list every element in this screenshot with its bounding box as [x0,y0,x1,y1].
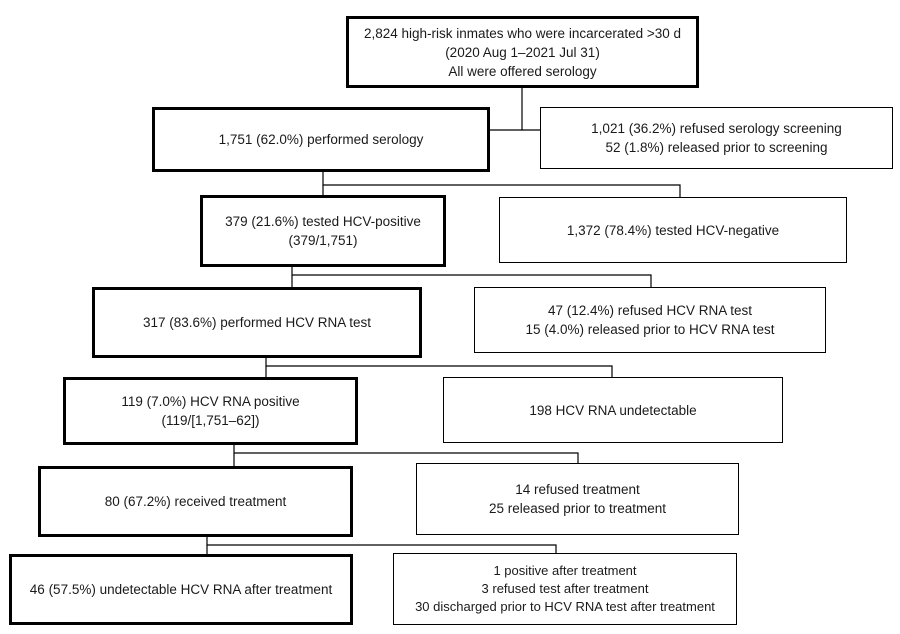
node-cohort-line-2: (2020 Aug 1–2021 Jul 31) [445,44,600,60]
node-refused-serology: 1,021 (36.2%) refused serology screening… [540,107,893,169]
node-rna-positive-line-1: 119 (7.0%) HCV RNA positive [121,394,300,409]
node-performed-serology: 1,751 (62.0%) performed serology [152,107,490,172]
node-refused-treatment-line-2: 25 released prior to treatment [488,501,667,516]
connector-treatment-split [206,535,557,553]
node-received-treatment-line-1: 80 (67.2%) received treatment [104,494,287,509]
connector-rna-split [265,356,613,377]
node-received-treatment: 80 (67.2%) received treatment [38,466,353,537]
node-refused-treatment: 14 refused treatment 25 released prior t… [416,463,739,535]
node-undetectable-after-treatment-line-1: 46 (57.5%) undetectable HCV RNA after tr… [29,582,333,597]
node-post-treatment-outcomes-line-1: 1 positive after treatment [493,563,637,578]
connector-serology-split [322,170,681,197]
node-cohort-line-3: All were offered serology [448,63,597,79]
node-hcv-positive-line-2: (379/1,751) [288,233,358,248]
node-hcv-positive-line-1: 379 (21.6%) tested HCV-positive [225,214,421,229]
node-refused-serology-line-1: 1,021 (36.2%) refused serology screening [591,121,842,136]
node-performed-serology-line-1: 1,751 (62.0%) performed serology [218,132,424,147]
node-performed-rna-test: 317 (83.6%) performed HCV RNA test [92,287,422,358]
node-rna-positive-line-2: (119/[1,751–62]) [161,413,260,428]
node-rna-positive: 119 (7.0%) HCV RNA positive (119/[1,751–… [63,377,358,445]
node-cohort: 2,824 high-risk inmates who were incarce… [346,16,699,88]
node-post-treatment-outcomes-line-2: 3 refused test after treatment [481,581,649,596]
node-performed-rna-test-line-1: 317 (83.6%) performed HCV RNA test [142,315,372,330]
node-refused-rna-test-line-2: 15 (4.0%) released prior to HCV RNA test [525,322,775,337]
node-refused-rna-test: 47 (12.4%) refused HCV RNA test 15 (4.0%… [474,287,826,353]
node-hcv-negative-line-1: 1,372 (78.4%) tested HCV-negative [566,222,780,238]
node-undetectable-after-treatment: 46 (57.5%) undetectable HCV RNA after tr… [9,554,353,625]
connector-rnapos-split [233,443,579,463]
node-refused-serology-line-2: 52 (1.8%) released prior to screening [605,140,828,155]
connector-top-to-refused [521,86,540,131]
node-hcv-positive: 379 (21.6%) tested HCV-positive (379/1,7… [200,195,446,267]
node-rna-undetectable: 198 HCV RNA undetectable [443,377,783,443]
node-post-treatment-outcomes: 1 positive after treatment 3 refused tes… [393,553,737,625]
node-hcv-negative: 1,372 (78.4%) tested HCV-negative [499,197,847,263]
connector-positive-split [291,266,652,287]
node-cohort-line-1: 2,824 high-risk inmates who were incarce… [363,25,682,41]
node-rna-undetectable-line-1: 198 HCV RNA undetectable [529,402,697,418]
node-refused-rna-test-line-1: 47 (12.4%) refused HCV RNA test [547,303,753,318]
node-post-treatment-outcomes-line-3: 30 discharged prior to HCV RNA test afte… [415,599,715,614]
node-refused-treatment-line-1: 14 refused treatment [515,482,640,497]
